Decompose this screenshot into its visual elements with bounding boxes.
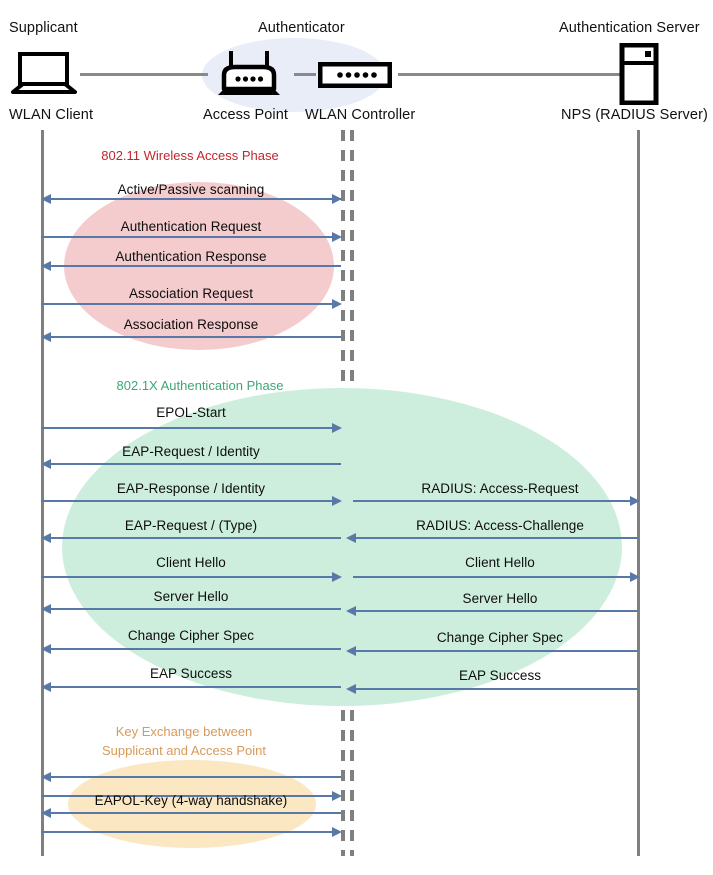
phase-blob-key-exchange xyxy=(68,760,316,848)
actor-device-wlan-controller: WLAN Controller xyxy=(305,107,416,123)
message-arrow-line xyxy=(41,795,339,797)
message-arrow-line xyxy=(353,576,638,578)
arrow-head-right-icon xyxy=(332,299,342,309)
message-label: EAP Success xyxy=(458,668,542,683)
message-label: Client Hello xyxy=(156,555,226,570)
message-arrow-line xyxy=(44,336,341,338)
lifeline-radius-server xyxy=(637,130,640,856)
message-arrow-line xyxy=(41,500,339,502)
arrow-head-right-icon xyxy=(332,496,342,506)
phase-blob-dot1x-authentication xyxy=(62,388,622,706)
arrow-head-right-icon xyxy=(332,827,342,837)
message-label: Change Cipher Spec xyxy=(436,630,564,645)
message-label: EAP-Request / (Type) xyxy=(124,518,258,533)
message-label: EPOL-Start xyxy=(156,405,226,420)
message-arrow-line xyxy=(44,198,342,200)
message-label: RADIUS: Access-Challenge xyxy=(416,518,584,533)
arrow-head-right-icon xyxy=(630,496,640,506)
arrow-head-right-icon xyxy=(332,194,342,204)
arrow-head-right-icon xyxy=(332,232,342,242)
message-arrow-line xyxy=(41,303,339,305)
wlan-controller-icon xyxy=(317,61,393,93)
link-client-to-ap xyxy=(80,73,208,76)
message-arrow-line xyxy=(41,576,339,578)
message-label: Authentication Request xyxy=(120,219,262,234)
actor-device-access-point: Access Point xyxy=(203,107,289,123)
message-label: Association Response xyxy=(123,317,259,332)
message-arrow-line xyxy=(44,686,341,688)
arrow-head-left-icon xyxy=(346,684,356,694)
link-ap-to-controller xyxy=(294,73,316,76)
server-icon xyxy=(619,42,659,110)
arrow-head-left-icon xyxy=(41,604,51,614)
arrow-head-left-icon xyxy=(41,332,51,342)
phase-label-key-exchange-line2: Supplicant and Access Point xyxy=(101,743,267,758)
message-label: EAP Success xyxy=(149,666,233,681)
laptop-icon xyxy=(11,52,77,101)
message-arrow-line xyxy=(44,776,341,778)
arrow-head-left-icon xyxy=(41,644,51,654)
message-arrow-line xyxy=(44,463,341,465)
arrow-head-left-icon xyxy=(346,533,356,543)
arrow-head-left-icon xyxy=(41,808,51,818)
actor-role-authenticator: Authenticator xyxy=(258,20,345,36)
arrow-head-left-icon xyxy=(41,772,51,782)
message-label: Server Hello xyxy=(462,591,538,606)
message-label: EAP-Request / Identity xyxy=(122,444,260,459)
arrow-head-right-icon xyxy=(332,791,342,801)
arrow-head-right-icon xyxy=(630,572,640,582)
message-label: RADIUS: Access-Request xyxy=(421,481,579,496)
message-arrow-line xyxy=(44,648,341,650)
arrow-head-left-icon xyxy=(346,646,356,656)
message-label: EAP-Response / Identity xyxy=(116,481,266,496)
arrow-head-right-icon xyxy=(332,423,342,433)
arrow-head-left-icon xyxy=(41,459,51,469)
message-label: Active/Passive scanning xyxy=(117,182,265,197)
arrow-head-left-icon xyxy=(41,194,51,204)
message-label: EAPOL-Key (4-way handshake) xyxy=(94,793,288,808)
message-arrow-line xyxy=(41,427,339,429)
phase-label-dot1x-authentication: 802.1X Authentication Phase xyxy=(116,378,284,393)
message-label: Client Hello xyxy=(465,555,535,570)
message-arrow-line xyxy=(41,236,339,238)
lifeline-supplicant xyxy=(41,130,44,856)
message-arrow-line xyxy=(44,537,341,539)
arrow-head-left-icon xyxy=(41,682,51,692)
message-label: Server Hello xyxy=(153,589,229,604)
arrow-head-right-icon xyxy=(332,572,342,582)
phase-label-wireless-access: 802.11 Wireless Access Phase xyxy=(101,148,279,163)
message-arrow-line xyxy=(44,608,341,610)
message-label: Change Cipher Spec xyxy=(127,628,255,643)
link-controller-to-server xyxy=(398,73,620,76)
actor-device-nps-radius-server: NPS (RADIUS Server) xyxy=(561,107,708,123)
message-arrow-line xyxy=(353,500,638,502)
message-arrow-line xyxy=(44,812,341,814)
actor-role-supplicant: Supplicant xyxy=(9,20,78,36)
message-arrow-line xyxy=(356,537,638,539)
arrow-head-left-icon xyxy=(41,261,51,271)
message-arrow-line xyxy=(356,688,638,690)
phase-label-key-exchange-line1: Key Exchange between xyxy=(115,724,253,739)
actor-role-authentication-server: Authentication Server xyxy=(559,20,700,36)
message-label: Association Request xyxy=(128,286,254,301)
arrow-head-left-icon xyxy=(41,533,51,543)
access-point-icon xyxy=(216,49,282,102)
message-label: Authentication Response xyxy=(115,249,267,264)
message-arrow-line xyxy=(41,831,339,833)
message-arrow-line xyxy=(44,265,341,267)
message-arrow-line xyxy=(356,650,638,652)
arrow-head-left-icon xyxy=(346,606,356,616)
message-arrow-line xyxy=(356,610,638,612)
actor-device-wlan-client: WLAN Client xyxy=(9,107,94,123)
